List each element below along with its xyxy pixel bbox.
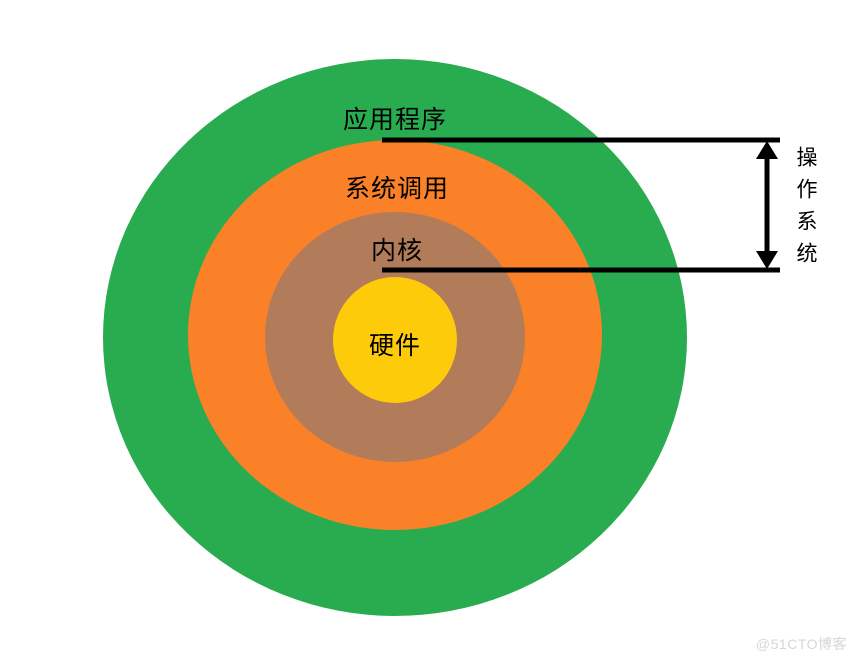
layer-applications-label: 应用程序 (342, 106, 448, 134)
arrowhead-down (756, 251, 778, 269)
operating-system-label: 操作系统 (794, 146, 817, 274)
layer-system-calls-label: 系统调用 (344, 175, 450, 203)
double-arrow (756, 141, 778, 269)
watermark-text: @51CTO博客 (755, 636, 847, 652)
arrowhead-up (756, 141, 778, 159)
layer-hardware-circle (333, 277, 457, 403)
layer-hardware-label: 硬件 (368, 332, 422, 360)
layer-kernel-label: 内核 (370, 237, 424, 265)
